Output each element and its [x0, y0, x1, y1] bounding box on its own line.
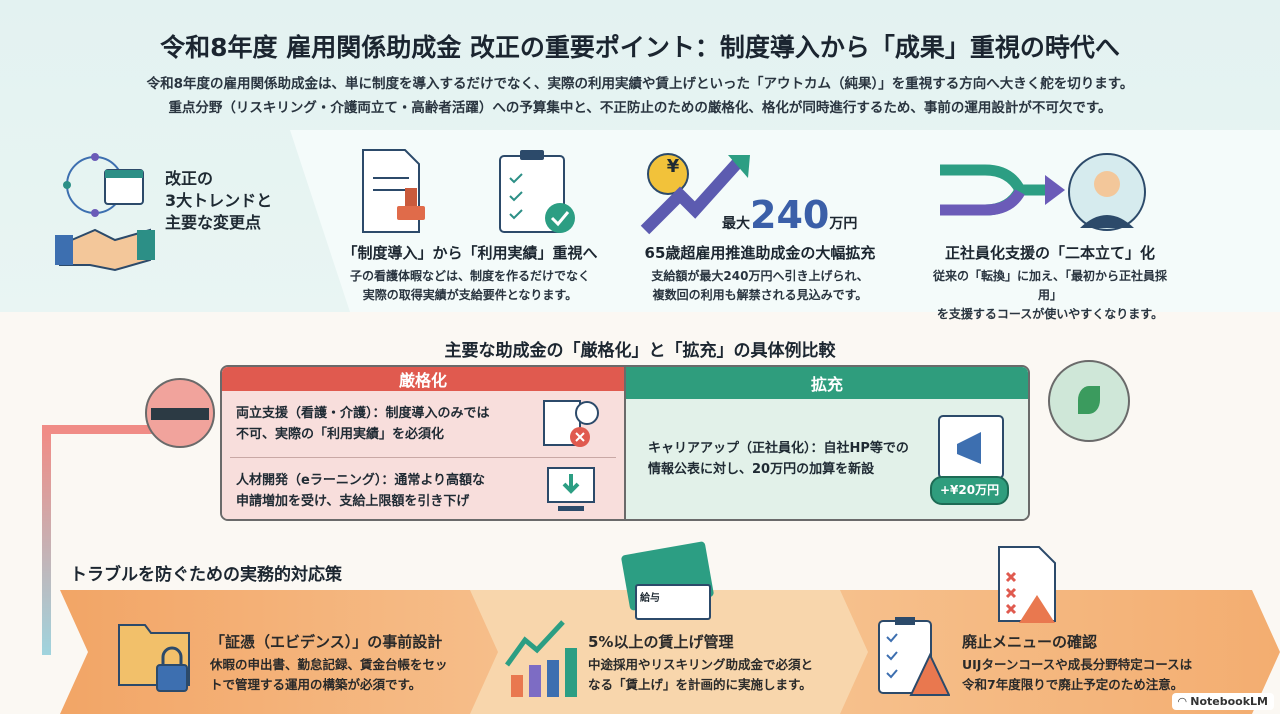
document-x-warning-icon — [998, 546, 1056, 623]
trends-label: 改正の 3大トレンドと 主要な変更点 — [165, 168, 272, 234]
brand-label: NotebookLM — [1190, 695, 1268, 708]
clipboard-warning-icon — [878, 617, 950, 696]
rising-arrow-yen-icon — [640, 153, 750, 235]
merge-arrows-employee-icon — [940, 153, 1146, 231]
measure-1: 「証憑（エビデンス）」の事前設計 休暇の申出書、勤怠記録、賃金台帳をセッ トで管… — [210, 632, 448, 695]
page-title: 令和8年度 雇用関係助成金 改正の重要ポイント：制度導入から「成果」重視の時代へ — [160, 33, 1120, 62]
expand-row-1: キャリアアップ（正社員化）：自社HP等での情報公表に対し、20万円の加算を新設 … — [626, 399, 1028, 519]
measures-title: トラブルを防ぐための実務的対応策 — [70, 565, 342, 585]
document-stamp-clipboard-icon — [362, 149, 575, 233]
measure-desc: 令和7年度限りで廃止予定のため注意。 — [962, 677, 1184, 692]
measure-heading: 「証憑（エビデンス）」の事前設計 — [210, 633, 443, 651]
measure-desc: なる「賃上げ」を計画的に実施します。 — [588, 677, 812, 692]
belt-tighten-icon — [145, 378, 215, 448]
pay-slip-icon: 給与 — [635, 584, 711, 620]
row-text: キャリアアップ（正社員化）：自社HP等での — [648, 441, 909, 456]
expand-header: 拡充 — [626, 367, 1028, 399]
trend-heading: 「制度導入」から「利用実績」重視へ — [342, 244, 598, 262]
yen-symbol: ¥ — [666, 156, 680, 177]
measure-heading: 廃止メニューの確認 — [962, 633, 1098, 651]
trend-card-1: 「制度導入」から「利用実績」重視へ 子の看護体暇などは、制度を作るだけでなく 実… — [340, 242, 600, 305]
rising-bar-chart-icon — [505, 620, 577, 697]
strict-header: 厳格化 — [222, 367, 624, 391]
subtitle-line-2: 重点分野（リスキリング・介護両立て・高齢者活躍）への予算集中と、不正防止のための… — [168, 100, 1112, 116]
folder-lock-icon — [118, 624, 190, 692]
trends-label-line: 3大トレンドと — [165, 191, 273, 210]
trends-label-line: 改正の — [165, 169, 214, 188]
row-text: 両立支援（看護・介護）：制度導入のみでは — [236, 406, 490, 421]
trend-heading: 65歳超雇用推進助成金の大幅拡充 — [644, 244, 876, 262]
subtitle-line-1: 令和8年度の雇用関係助成金は、単に制度を導入するだけでなく、実際の利用実績や賃上… — [146, 76, 1134, 92]
measure-2: 5%以上の賃上げ管理 中途採用やリスキリング助成金で必須と なる「賃上げ」を計画… — [588, 632, 813, 695]
expand-column: 拡充 キャリアアップ（正社員化）：自社HP等での情報公表に対し、20万円の加算を… — [626, 367, 1028, 519]
strict-row-1: 両立支援（看護・介護）：制度導入のみでは不可、実際の「利用実績」を必須化 — [230, 391, 616, 458]
badge-unit: 万円 — [829, 216, 858, 232]
measure-desc: 休暇の申出書、勤怠記録、賃金台帳をセッ — [210, 657, 448, 672]
plant-hand-icon — [1048, 360, 1130, 442]
row-text: 申請増加を受け、支給上限額を引き下げ — [236, 494, 470, 509]
trend-desc: 支給額が最大240万円へ引き上げられ、 — [651, 269, 869, 283]
comparison-title: 主要な助成金の「厳格化」と「拡充」の具体例比較 — [444, 341, 836, 361]
trend-desc: 複数回の利用も解禁される見込みです。 — [652, 288, 868, 302]
measure-3: 廃止メニューの確認 UIJターンコースや成長分野特定コースは 令和7年度限りで廃… — [962, 632, 1192, 695]
trend-desc: 従来の「転換」に加え、「最初から正社員採用」 — [932, 269, 1167, 302]
measure-desc: トで管理する運用の構築が必須です。 — [210, 677, 422, 692]
row-text: 情報公表に対し、20万円の加算を新設 — [648, 462, 875, 477]
network-handshake-icon — [55, 153, 155, 272]
notebooklm-badge: ◠ NotebookLM — [1171, 693, 1274, 710]
row-text: 不可、実際の「利用実績」を必須化 — [236, 427, 445, 442]
notebooklm-logo-icon: ◠ — [1177, 695, 1191, 708]
trends-label-line: 主要な変更点 — [165, 213, 262, 232]
document-clock-reject-icon — [543, 400, 599, 447]
badge-prefix: 最大 — [722, 216, 750, 232]
measure-heading: 5%以上の賃上げ管理 — [588, 633, 734, 651]
max-amount-badge: 最大240万円 — [722, 193, 857, 237]
trend-desc: 実際の取得実績が支給要件となります。 — [362, 288, 578, 302]
badge-value: 240 — [750, 193, 830, 237]
comparison-table: 厳格化 両立支援（看護・介護）：制度導入のみでは不可、実際の「利用実績」を必須化… — [220, 365, 1030, 521]
measure-desc: UIJターンコースや成長分野特定コースは — [962, 657, 1193, 672]
monitor-download-icon — [547, 467, 595, 511]
row-text: 人材開発（eラーニング）：通常より高額な — [236, 473, 486, 488]
trend-card-2: 65歳超雇用推進助成金の大幅拡充 支給額が最大240万円へ引き上げられ、 複数回… — [630, 242, 890, 305]
trend-heading: 正社員化支援の「二本立て」化 — [944, 244, 1155, 262]
megaphone-bonus-icon: +¥20万円 — [930, 414, 1014, 505]
megaphone-icon — [938, 415, 1004, 479]
strict-row-2: 人材開発（eラーニング）：通常より高額な申請増加を受け、支給上限額を引き下げ — [230, 458, 616, 519]
trend-card-3: 正社員化支援の「二本立て」化 従来の「転換」に加え、「最初から正社員採用」 を支… — [930, 242, 1170, 324]
bonus-badge: +¥20万円 — [930, 476, 1010, 505]
trend-desc: を支援するコースが使いやすくなります。 — [936, 307, 1164, 321]
strict-column: 厳格化 両立支援（看護・介護）：制度導入のみでは不可、実際の「利用実績」を必須化… — [222, 367, 626, 519]
measure-desc: 中途採用やリスキリング助成金で必須と — [588, 657, 814, 672]
trend-desc: 子の看護体暇などは、制度を作るだけでなく — [349, 269, 590, 283]
pay-slip-label: 給与 — [640, 593, 660, 604]
